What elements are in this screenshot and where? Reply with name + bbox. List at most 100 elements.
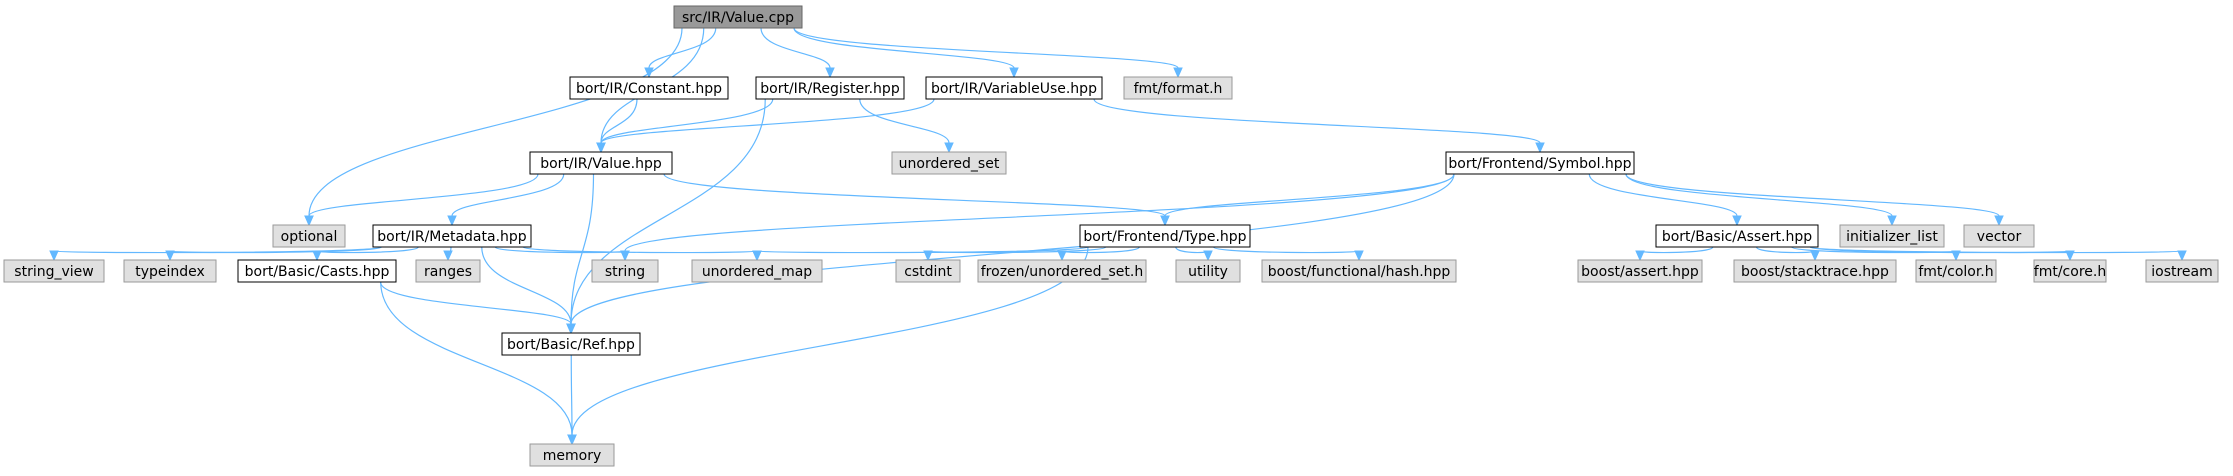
node-boosthash: boost/functional/hash.hpp bbox=[1261, 259, 1457, 283]
node-metadata[interactable]: bort/IR/Metadata.hpp bbox=[372, 224, 532, 248]
edge-varuse-to-symbol bbox=[1093, 98, 1545, 154]
node-box bbox=[1577, 259, 1703, 283]
node-constant[interactable]: bort/IR/Constant.hpp bbox=[569, 76, 729, 100]
edge-type-to-boosthash bbox=[1212, 246, 1364, 262]
node-symbol[interactable]: bort/Frontend/Symbol.hpp bbox=[1445, 151, 1635, 175]
node-label: utility bbox=[1188, 264, 1228, 280]
node-ranges: ranges bbox=[415, 259, 481, 283]
edge-symbol-to-vector bbox=[1625, 173, 2004, 227]
edge-line bbox=[859, 98, 950, 144]
edge-arrowhead bbox=[1009, 67, 1019, 79]
edge-arrowhead bbox=[566, 323, 576, 335]
node-assert[interactable]: bort/Basic/Assert.hpp bbox=[1655, 224, 1819, 248]
node-box bbox=[237, 259, 397, 283]
node-casts[interactable]: bort/Basic/Casts.hpp bbox=[237, 259, 397, 283]
node-label: bort/Basic/Ref.hpp bbox=[507, 337, 635, 353]
node-box bbox=[3, 259, 105, 283]
edge-type-to-cstdint bbox=[923, 246, 1107, 262]
node-label: src/IR/Value.cpp bbox=[682, 10, 794, 26]
edge-root-to-optional bbox=[304, 27, 683, 227]
edge-line bbox=[600, 98, 774, 144]
edge-register-to-unordered_set bbox=[859, 98, 954, 154]
edge-arrowhead bbox=[1887, 215, 1897, 227]
node-fmtformat: fmt/format.h bbox=[1123, 76, 1233, 100]
edge-symbol-to-init_list bbox=[1625, 173, 1897, 227]
edge-assert-to-fmtcore bbox=[1809, 246, 2075, 262]
edge-line bbox=[624, 173, 1455, 252]
node-label: frozen/unordered_set.h bbox=[981, 264, 1143, 280]
node-fmtcore: fmt/core.h bbox=[2033, 259, 2107, 283]
node-register[interactable]: bort/IR/Register.hpp bbox=[755, 76, 905, 100]
node-boostassert: boost/assert.hpp bbox=[1577, 259, 1703, 283]
node-label: ranges bbox=[424, 264, 472, 280]
node-box bbox=[1175, 259, 1241, 283]
node-box bbox=[891, 151, 1007, 175]
node-box bbox=[1445, 151, 1635, 175]
node-box bbox=[372, 224, 532, 248]
edge-arrowhead bbox=[923, 250, 933, 262]
node-label: fmt/core.h bbox=[2034, 264, 2106, 280]
node-label: cstdint bbox=[904, 264, 952, 280]
edge-line bbox=[760, 27, 831, 69]
node-box bbox=[691, 259, 823, 283]
node-box bbox=[501, 332, 641, 356]
node-label: typeindex bbox=[135, 264, 205, 280]
edge-line bbox=[600, 98, 935, 144]
edge-arrowhead bbox=[1160, 215, 1170, 227]
node-label: fmt/format.h bbox=[1134, 81, 1223, 97]
edge-arrowhead bbox=[312, 250, 322, 262]
node-label: memory bbox=[543, 448, 602, 464]
edge-metadata-to-typeindex bbox=[165, 246, 383, 262]
edge-line bbox=[1093, 98, 1541, 144]
node-box bbox=[569, 76, 729, 100]
edge-value-to-ref bbox=[566, 173, 595, 335]
node-box bbox=[2033, 259, 2107, 283]
edge-line bbox=[169, 246, 383, 254]
edge-line bbox=[481, 246, 572, 325]
node-label: bort/Frontend/Type.hpp bbox=[1083, 229, 1246, 245]
node-box bbox=[1963, 224, 2035, 248]
node-type[interactable]: bort/Frontend/Type.hpp bbox=[1079, 224, 1251, 248]
edge-line bbox=[570, 354, 573, 436]
node-cstdint: cstdint bbox=[895, 259, 961, 283]
node-box bbox=[529, 443, 615, 467]
edge-line bbox=[570, 98, 766, 325]
node-label: bort/IR/Register.hpp bbox=[760, 81, 900, 97]
node-stacktrace: boost/stacktrace.hpp bbox=[1733, 259, 1897, 283]
node-varuse[interactable]: bort/IR/VariableUse.hpp bbox=[925, 76, 1103, 100]
node-optional: optional bbox=[272, 224, 346, 248]
node-box bbox=[529, 151, 673, 175]
node-label: fmt/color.h bbox=[1918, 264, 1993, 280]
node-typeindex: typeindex bbox=[123, 259, 217, 283]
edge-type-to-utility bbox=[1175, 246, 1213, 262]
node-ref[interactable]: bort/Basic/Ref.hpp bbox=[501, 332, 641, 356]
edge-type-to-unordered_map bbox=[752, 246, 1089, 262]
edge-symbol-to-type bbox=[1160, 173, 1455, 227]
edge-value-to-metadata bbox=[447, 173, 565, 227]
edge-line bbox=[793, 27, 1179, 69]
edge-arrowhead bbox=[49, 250, 59, 262]
node-label: string bbox=[605, 264, 645, 280]
node-iostream: iostream bbox=[2145, 259, 2219, 283]
edge-assert-to-iostream bbox=[1809, 246, 2187, 262]
edge-arrowhead bbox=[1732, 215, 1742, 227]
node-box bbox=[673, 5, 803, 29]
edge-arrowhead bbox=[2065, 250, 2075, 262]
edge-line bbox=[793, 27, 1015, 69]
edge-metadata-to-ranges bbox=[443, 246, 453, 262]
edge-line bbox=[1061, 246, 1140, 254]
node-value[interactable]: bort/IR/Value.hpp bbox=[529, 151, 673, 175]
node-label: bort/IR/Constant.hpp bbox=[576, 81, 722, 97]
node-box bbox=[755, 76, 905, 100]
node-string: string bbox=[591, 259, 659, 283]
edge-varuse-to-value bbox=[596, 98, 935, 154]
edge-arrowhead bbox=[1994, 215, 2004, 227]
node-box bbox=[1655, 224, 1819, 248]
edge-assert-to-boostassert bbox=[1635, 246, 1714, 262]
node-box bbox=[1915, 259, 1997, 283]
node-label: bort/Frontend/Symbol.hpp bbox=[1448, 156, 1631, 172]
node-box bbox=[1123, 76, 1233, 100]
edge-arrowhead bbox=[1354, 250, 1364, 262]
edge-type-to-frozen bbox=[1057, 246, 1140, 262]
